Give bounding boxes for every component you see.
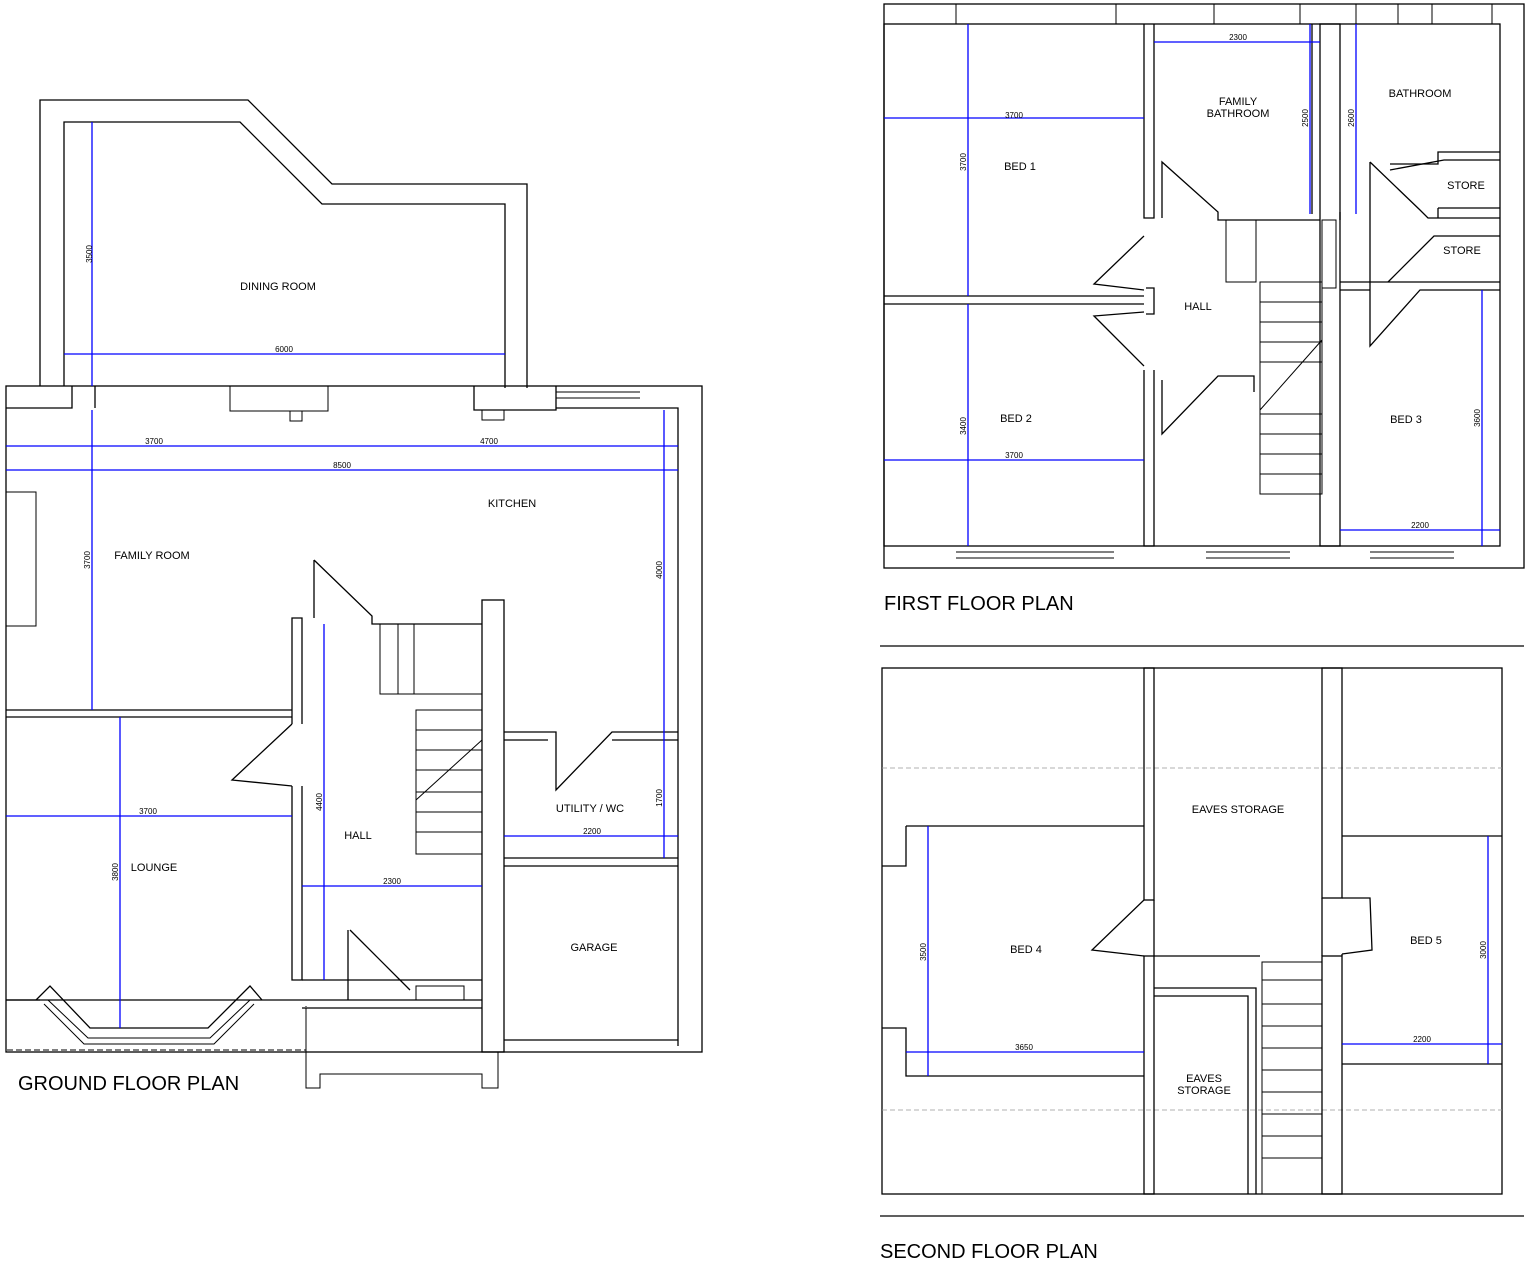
room-family-room: FAMILY ROOM [114,550,189,562]
ground-floor-plan: 3500 6000 3700 4700 8500 3700 4000 1700 … [5,99,703,1095]
first-walls [883,3,1525,569]
room-eaves-storage-line1: EAVES [1186,1073,1222,1085]
room-first-hall: HALL [1184,301,1212,313]
first-dimension-labels: 3700 3700 2300 2500 2600 3400 3700 3600 … [959,33,1482,530]
dim-hall-width: 2300 [383,877,401,886]
room-bed3: BED 3 [1390,414,1422,426]
room-lounge: LOUNGE [131,862,177,874]
ground-floor-title: GROUND FLOOR PLAN [18,1073,239,1095]
dim-dining-height: 3500 [85,245,94,263]
room-bed2: BED 2 [1000,413,1032,425]
dim-bed3-width: 2200 [1411,521,1429,530]
dim-bed1-height: 3700 [959,153,968,171]
dim-family-bath-width: 2300 [1229,33,1247,42]
room-hall: HALL [344,830,372,842]
room-bed1: BED 1 [1004,161,1036,173]
second-room-labels: EAVES STORAGE BED 4 BED 5 EAVES STORAGE [1010,804,1442,1097]
second-floor-title: SECOND FLOOR PLAN [880,1241,1098,1263]
dim-bed1-width: 3700 [1005,111,1023,120]
dim-kitchen-height: 4000 [655,561,664,579]
room-bathroom: BATHROOM [1389,88,1452,100]
first-floor-plan: 3700 3700 2300 2500 2600 3400 3700 3600 … [883,3,1525,615]
dim-family-bath-height: 2500 [1301,109,1310,127]
dim-bed4-width: 3650 [1015,1043,1033,1052]
second-dimension-labels: 3500 3650 3000 2200 [919,941,1488,1052]
dim-bathroom-height: 2600 [1347,109,1356,127]
dim-bed5-height: 3000 [1479,941,1488,959]
dim-bed2-width: 3700 [1005,451,1023,460]
dim-hall-height: 4400 [315,793,324,811]
second-walls [880,645,1524,1217]
second-floor-plan: 3500 3650 3000 2200 EAVES STORAGE BED 4 … [880,645,1524,1263]
first-floor-title: FIRST FLOOR PLAN [884,593,1074,615]
dim-overall-width: 8500 [333,461,351,470]
dim-bed2-height: 3400 [959,417,968,435]
first-dimensions [884,24,1500,546]
dim-family-width: 3700 [145,437,163,446]
room-family-bathroom-line1: FAMILY [1219,96,1258,108]
dim-bed3-height: 3600 [1473,409,1482,427]
second-dimensions [906,826,1502,1076]
dim-family-height: 3700 [83,551,92,569]
room-bed5: BED 5 [1410,935,1442,947]
dim-utility-width: 2200 [583,827,601,836]
dim-lounge-width: 3700 [139,807,157,816]
room-store-2: STORE [1443,245,1481,257]
ground-walls [5,99,703,1089]
room-eaves-storage-line2: STORAGE [1177,1085,1231,1097]
room-family-bathroom-line2: BATHROOM [1207,108,1270,120]
room-utility-wc: UTILITY / WC [556,803,624,815]
room-dining-room: DINING ROOM [240,281,316,293]
ground-room-labels: DINING ROOM FAMILY ROOM KITCHEN LOUNGE H… [114,281,624,954]
dim-lounge-height: 3800 [111,863,120,881]
ground-dimension-labels: 3500 6000 3700 4700 8500 3700 4000 1700 … [83,245,664,886]
dim-bed4-height: 3500 [919,943,928,961]
dim-bed5-width: 2200 [1413,1035,1431,1044]
ground-dimensions [6,122,678,1028]
room-garage: GARAGE [570,942,617,954]
first-room-labels: BED 1 FAMILY BATHROOM BATHROOM STORE STO… [1000,88,1485,426]
room-eaves-storage-top: EAVES STORAGE [1192,804,1285,816]
room-store-1: STORE [1447,180,1485,192]
dim-dining-width: 6000 [275,345,293,354]
room-bed4: BED 4 [1010,944,1042,956]
dim-kitchen-width: 4700 [480,437,498,446]
room-kitchen: KITCHEN [488,498,536,510]
dim-utility-height: 1700 [655,789,664,807]
